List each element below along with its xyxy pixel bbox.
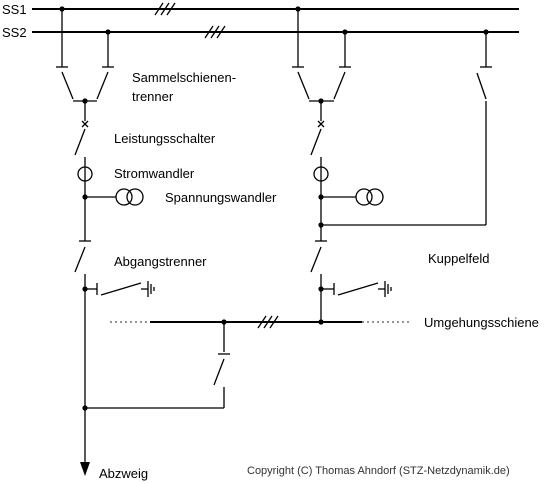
label-spannungswandler: Spannungswandler — [165, 190, 277, 205]
label-ss2: SS2 — [2, 25, 27, 40]
copyright-text: Copyright (C) Thomas Ahndorf (STZ-Netzdy… — [247, 465, 510, 477]
label-abgangstrenner: Abgangstrenner — [114, 254, 207, 269]
label-sammelschienentrenner-line2: trenner — [132, 89, 174, 104]
label-kuppelfeld: Kuppelfeld — [428, 251, 489, 266]
bypass-busbar-break-marks — [257, 315, 279, 329]
busbar-ss2-break-marks — [204, 25, 226, 39]
abzweig-arrow — [80, 462, 90, 476]
label-ss1: SS1 — [2, 2, 27, 17]
coupler-field — [292, 9, 492, 322]
label-sammelschienentrenner-line1: Sammelschienen- — [132, 70, 236, 85]
left-feeder — [56, 9, 155, 462]
label-stromwandler: Stromwandler — [114, 166, 195, 181]
busbar-ss1-break-marks — [154, 2, 176, 16]
label-umgehungsschiene: Umgehungsschiene — [424, 315, 539, 330]
bypass-disconnector — [85, 322, 230, 409]
label-leistungsschalter: Leistungsschalter — [114, 131, 216, 146]
junction-dots — [59, 6, 489, 411]
label-abzweig: Abzweig — [99, 466, 148, 481]
